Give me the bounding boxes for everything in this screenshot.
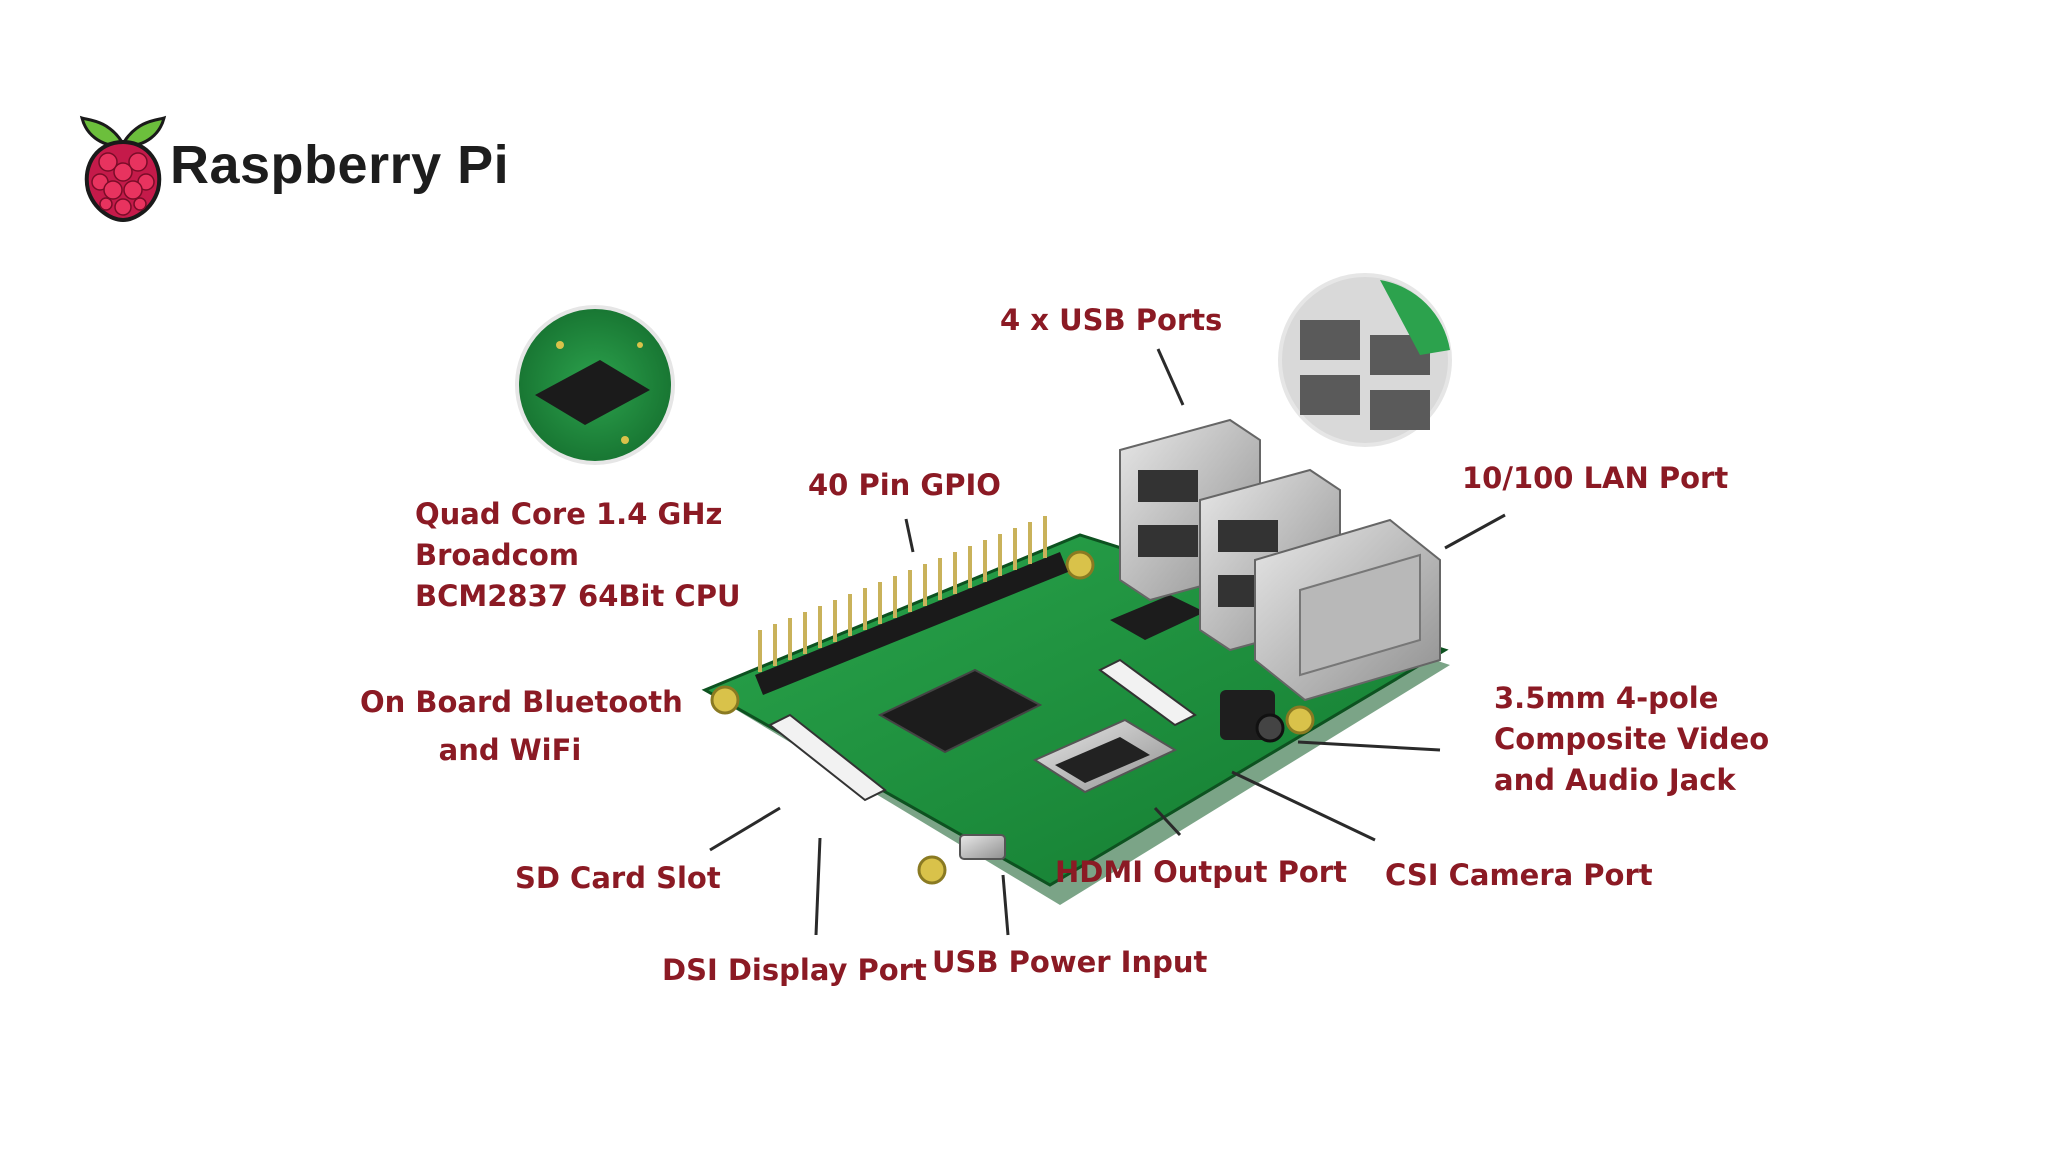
brand-name: Raspberry Pi	[170, 135, 510, 195]
leader-lines	[709, 348, 1506, 936]
dsi-connector	[768, 713, 887, 802]
csi-connector	[1098, 658, 1197, 727]
micro-usb-port	[959, 834, 1006, 860]
label-sd-card: SD Card Slot	[515, 861, 721, 895]
label-audio-jack: 3.5mm 4-pole Composite Video and Audio J…	[1494, 678, 1769, 801]
label-usb-ports: 4 x USB Ports	[1000, 303, 1223, 337]
label-audio-line-1: 3.5mm 4-pole	[1494, 681, 1719, 715]
mounting-holes	[710, 550, 1315, 885]
label-bluetooth-wifi: On Board Bluetooth and WiFi	[360, 678, 683, 774]
cpu-chip	[877, 668, 1043, 754]
label-cpu: Quad Core 1.4 GHz Broadcom BCM2837 64Bit…	[415, 494, 741, 617]
label-gpio: 40 Pin GPIO	[808, 468, 1001, 502]
label-usb-power: USB Power Input	[932, 945, 1208, 979]
cpu-zoom-inset	[515, 305, 675, 465]
lan-port	[1254, 518, 1441, 702]
label-csi: CSI Camera Port	[1385, 858, 1653, 892]
brand-header: Raspberry Pi	[78, 112, 509, 232]
label-audio-line-3: and Audio Jack	[1494, 763, 1736, 797]
lan-chip	[1110, 595, 1205, 640]
label-hdmi: HDMI Output Port	[1055, 855, 1347, 889]
raspberry-logo-icon	[79, 115, 167, 222]
label-bluetooth-line-1: On Board Bluetooth	[360, 685, 683, 719]
label-cpu-line-1: Quad Core 1.4 GHz	[415, 497, 723, 531]
usb-zoom-inset	[1278, 273, 1452, 447]
label-dsi: DSI Display Port	[662, 953, 927, 987]
audio-jack-hole	[1255, 713, 1285, 743]
label-lan-port: 10/100 LAN Port	[1462, 461, 1729, 495]
label-cpu-line-2: Broadcom	[415, 538, 579, 572]
label-audio-line-2: Composite Video	[1494, 722, 1770, 756]
label-cpu-line-3: BCM2837 64Bit CPU	[415, 579, 741, 613]
gpio-header	[755, 516, 1068, 695]
hdmi-slot	[1055, 737, 1150, 783]
label-bluetooth-line-2: and WiFi	[438, 733, 582, 767]
